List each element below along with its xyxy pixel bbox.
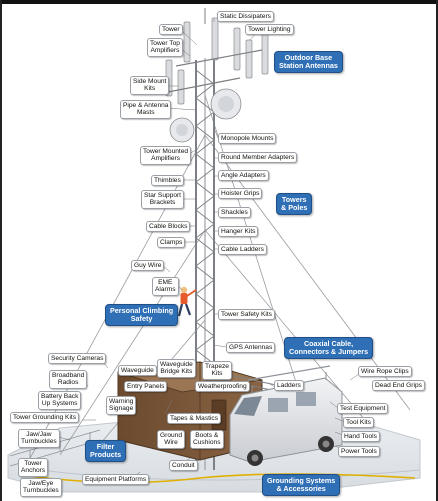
label-shackles: Shackles (218, 207, 251, 219)
label-entry-panels: Entry Panels (124, 381, 168, 393)
label-gps-antennas: GPS Antennas (226, 342, 276, 354)
label-monopole-mounts: Monopole Mounts (218, 133, 277, 145)
top-border (0, 0, 438, 4)
category-outdoor-base-station-antennas: Outdoor Base Station Antennas (274, 51, 343, 74)
label-tower-lighting: Tower Lighting (245, 24, 294, 36)
label-test-equipment: Test Equipment (337, 403, 389, 415)
category-grounding-systems: Grounding Systems & Accessories (262, 474, 341, 497)
label-thimbles: Thimbles (151, 175, 184, 187)
category-coaxial-cable: Coaxial Cable, Connectors & Jumpers (284, 337, 374, 360)
label-guy-wire: Guy Wire (131, 260, 165, 272)
top-antenna-array (165, 8, 269, 105)
label-waveguide: Waveguide (118, 365, 157, 377)
label-jaw-jaw-turnbuckles: Jaw/Jaw Turnbuckles (18, 429, 60, 448)
label-battery-backup: Battery Back Up Systems (38, 391, 82, 410)
microwave-dishes (169, 88, 242, 143)
label-jaw-eye-turnbuckles: Jaw/Eye Turnbuckles (20, 478, 62, 497)
label-cable-blocks: Cable Blocks (146, 221, 191, 233)
label-tapes-mastics: Tapes & Mastics (167, 413, 222, 425)
label-warning-signage: Warning Signage (106, 396, 137, 415)
right-border (436, 0, 438, 501)
label-tower-anchors: Tower Anchors (18, 458, 49, 477)
label-ladders: Ladders (274, 380, 304, 392)
label-security-cameras: Security Cameras (48, 353, 107, 365)
label-tool-kits: Tool Kits (343, 417, 374, 429)
label-dead-end-grips: Dead End Grips (372, 380, 425, 392)
label-tower-grounding-kits: Tower Grounding Kits (10, 412, 80, 424)
label-hand-tools: Hand Tools (341, 431, 380, 443)
label-pipe-antenna-masts: Pipe & Antenna Masts (120, 100, 172, 119)
label-broadband-radios: Broadband Radios (49, 370, 88, 389)
label-trapeze-kits: Trapeze Kits (202, 361, 232, 380)
label-wire-rope-clips: Wire Rope Clips (358, 366, 412, 378)
category-towers-poles: Towers & Poles (276, 193, 313, 216)
label-weatherproofing: Weatherproofing (195, 381, 250, 393)
label-power-tools: Power Tools (338, 446, 380, 458)
label-side-mount-kits: Side Mount Kits (130, 76, 170, 95)
label-angle-adapters: Angle Adapters (218, 170, 269, 182)
label-round-member-adapters: Round Member Adapters (218, 152, 298, 164)
label-hanger-kits: Hanger Kits (218, 226, 259, 238)
label-star-support-brackets: Star Support Brackets (141, 190, 185, 209)
label-boots-cushions: Boots & Cushions (190, 430, 224, 449)
label-eme-alarms: EME Alarms (152, 277, 179, 296)
label-waveguide-bridge-kits: Waveguide Bridge Kits (157, 359, 196, 378)
label-tower: Tower (159, 24, 183, 36)
tower-climber-figure (177, 286, 197, 317)
category-filter-products: Filter Products (85, 440, 127, 463)
label-hoister-grips: Hoister Grips (218, 188, 263, 200)
left-border (0, 0, 2, 501)
category-personal-climbing-safety: Personal Climbing Safety (105, 304, 179, 327)
label-tower-mounted-amplifiers: Tower Mounted Amplifiers (140, 146, 192, 165)
label-ground-wire: Ground Wire (157, 430, 185, 449)
label-equipment-platforms: Equipment Platforms (82, 474, 150, 486)
label-cable-ladders: Cable Ladders (218, 244, 267, 256)
label-tower-top-amplifiers: Tower Top Amplifiers (147, 38, 183, 57)
label-clamps: Clamps (157, 237, 186, 249)
label-static-dissipaters: Static Dissipaters (217, 11, 274, 23)
label-tower-safety-kits: Tower Safety Kits (218, 309, 275, 321)
label-conduit: Conduit (169, 460, 198, 472)
